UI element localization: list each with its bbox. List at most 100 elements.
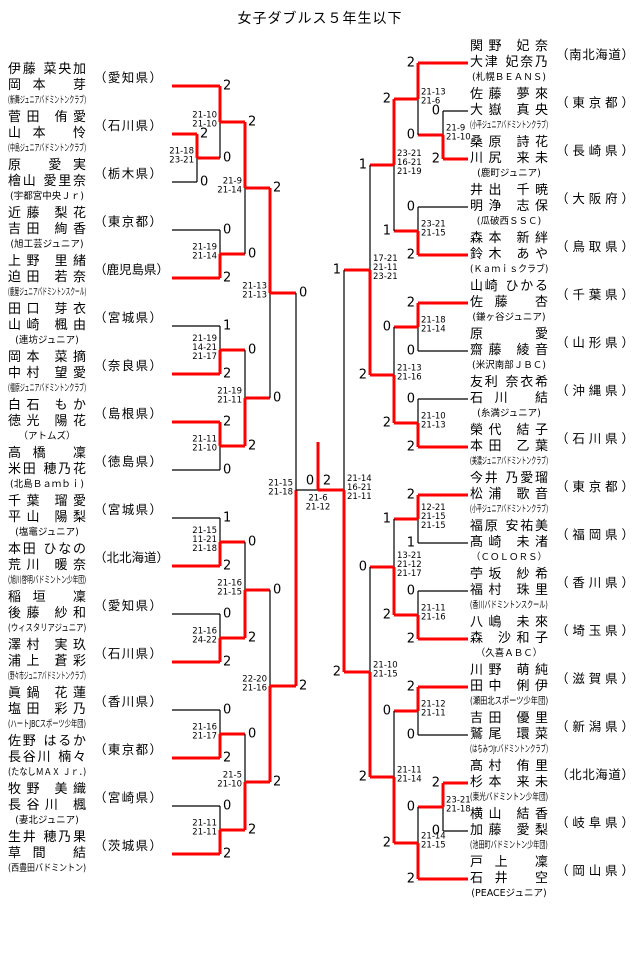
team-entry: 吉田 優里鷲尾 環菜(はちみつJr.バドミントンクラブ) [470, 711, 548, 757]
games-won: 2 [383, 836, 391, 851]
club-name: (新舞ジュニアバドミントンクラブ) [8, 95, 87, 106]
set-score: 21-10 [192, 444, 217, 454]
games-won: 0 [383, 704, 391, 719]
player-name: 鈴木 あや [470, 247, 548, 262]
set-score: 21-15 [421, 841, 446, 851]
set-score: 21-13 [421, 421, 446, 431]
team-entry: 菅田 侑愛山本 怜(中島ジュニアバドミントンクラブ) [8, 110, 86, 156]
prefecture: （石川県） [94, 646, 162, 661]
player-name: 榮代 結子 [470, 423, 548, 438]
games-won: 2 [223, 415, 231, 430]
player-name: 苧坂 紗希 [470, 567, 548, 582]
set-score: 21-13 [397, 364, 422, 374]
games-won: 0 [223, 151, 231, 166]
set-score: 21-15 [373, 670, 398, 680]
prefecture: （東京都） [556, 479, 634, 494]
games-won: 0 [407, 584, 415, 599]
prefecture: （沖縄県） [556, 383, 634, 398]
club-name: (美濃ジュニアバドミントンクラブ) [470, 456, 549, 467]
player-name: 長谷川 楠々 [8, 750, 86, 765]
team-entry: 岡本 菜摘中村 望愛(橿原ジュニアバドミントンクラブ) [8, 350, 86, 396]
games-won: 2 [223, 271, 231, 286]
player-name: 澤村 実玖 [8, 638, 86, 653]
set-score: 21-18 [446, 805, 471, 815]
set-score: 21-16 [421, 613, 446, 623]
player-name: 明浄 志保 [470, 199, 548, 214]
set-score: 13-21 [397, 551, 422, 561]
set-score: 21-19 [192, 243, 217, 253]
player-name: 千葉 瑠愛 [8, 494, 86, 509]
set-score: 21-15 [421, 229, 446, 239]
club-name: (小平ジュニアバドミントンクラブ) [470, 120, 549, 131]
team-entry: 本田 ひなの荒川 暖奈(旭川啓明バドミントン少年団) [8, 542, 86, 588]
set-score: 21-17 [192, 732, 217, 742]
final-games-right: 2 [323, 474, 331, 489]
games-won: 0 [248, 343, 256, 358]
games-won: 2 [407, 248, 415, 263]
set-score: 24-22 [192, 636, 217, 646]
player-name: 田中 俐伊 [470, 679, 548, 694]
club-name: (ウィスタリアジュニア) [8, 623, 87, 634]
set-score: 21-11 [373, 263, 398, 273]
games-won: 2 [223, 751, 231, 766]
set-score: 23-21 [169, 156, 194, 166]
prefecture: （北北海道） [556, 767, 634, 782]
games-won: 2 [359, 368, 367, 383]
games-won: 0 [200, 175, 208, 190]
set-score: 21-14 [347, 474, 372, 484]
set-score: 23-21 [397, 149, 422, 159]
prefecture: （愛知県） [94, 598, 162, 613]
games-won: 2 [407, 680, 415, 695]
team-entry: 田口 芽衣山崎 楓由(連坊ジュニア) [8, 302, 86, 348]
games-won: 2 [359, 770, 367, 785]
player-name: 原 愛 [470, 327, 548, 342]
player-name: 佐藤 夢來 [470, 87, 548, 102]
team-entry: 高橋 凜米田 穂乃花(北島Ｂａｍｂｉ) [8, 446, 86, 492]
set-score: 21-13 [242, 282, 267, 292]
set-score: 21-18 [268, 488, 293, 498]
games-won: 0 [248, 535, 256, 550]
player-name: 山崎 楓由 [8, 318, 86, 333]
player-name: 草間 結 [8, 846, 86, 861]
set-score: 21-17 [192, 352, 217, 362]
club-name: (鎌ヶ谷ジュニア) [472, 312, 546, 323]
set-score: 21-14 [397, 775, 422, 785]
club-name: (米沢南部ＪＢＣ) [472, 360, 546, 371]
games-won: 2 [299, 679, 307, 694]
prefecture: （岐阜県） [556, 815, 634, 830]
player-name: 稲垣 凜 [8, 590, 86, 605]
page-title: 女子ダブルス５年生以下 [237, 11, 403, 27]
games-won: 0 [248, 727, 256, 742]
club-name: (札幌ＢＥＡＮＳ) [472, 72, 546, 83]
player-name: 福村 珠里 [470, 583, 548, 598]
set-score: 21-16 [242, 684, 267, 694]
set-score: 21-11 [192, 828, 217, 838]
player-name: 髙崎 未渚 [470, 535, 548, 550]
player-name: 横山 結香 [470, 807, 548, 822]
player-name: 石井 空 [470, 871, 548, 886]
prefecture: （石川県） [94, 118, 162, 133]
player-name: 井出 千暁 [470, 183, 548, 198]
games-won: 0 [223, 223, 231, 238]
player-name: 吉田 優里 [470, 711, 548, 726]
final-games-left: 0 [306, 474, 314, 489]
player-name: 迫田 若奈 [8, 270, 86, 285]
set-score: 21-9 [446, 124, 465, 134]
set-score: 21-11 [217, 396, 242, 406]
player-name: 塩田 彩乃 [8, 702, 86, 717]
team-entry: 森本 新絆鈴木 あや(Ｋａｍｉｓクラブ) [470, 231, 548, 277]
games-won: 1 [223, 319, 231, 334]
club-name: (ハートJBCスポーツ少年団) [8, 719, 87, 730]
prefecture: （岡山県） [556, 863, 634, 878]
club-name: (糸満ジュニア) [477, 408, 541, 419]
set-score: 21-14 [217, 186, 242, 196]
games-won: 0 [359, 560, 367, 575]
player-name: 大嶽 真央 [470, 103, 548, 118]
set-score: 21-14 [192, 252, 217, 262]
games-won: 2 [273, 775, 281, 790]
player-name: 佐藤 杏 [470, 295, 548, 310]
player-name: 石川 結 [470, 391, 548, 406]
player-name: 今井 乃愛瑠 [470, 471, 548, 486]
player-name: 岡本 芽 [8, 78, 86, 93]
team-entry: 戸上 凜石井 空(PEACEジュニア) [470, 855, 548, 901]
